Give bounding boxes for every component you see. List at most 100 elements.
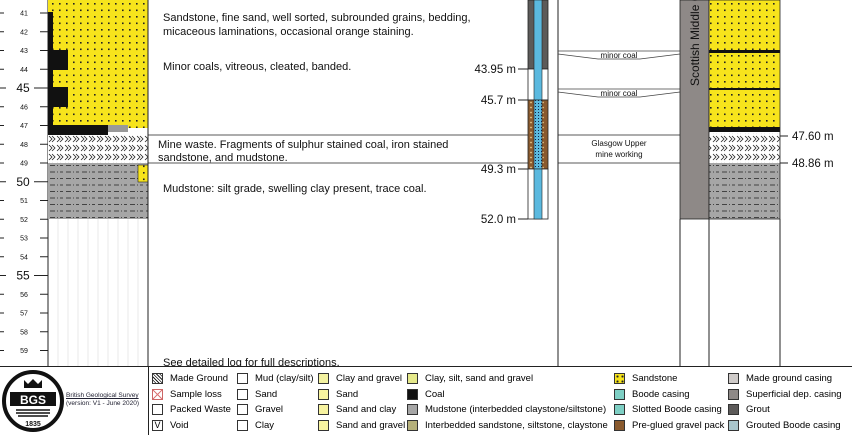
minor-coal-label: minor coal bbox=[601, 89, 638, 98]
depth-tick-label: 50 bbox=[16, 175, 30, 189]
depth-tick-label: 57 bbox=[20, 311, 28, 318]
legend-item: Clay bbox=[237, 418, 314, 434]
legend-label: Mud (clay/silt) bbox=[255, 373, 314, 384]
legend-label: Sample loss bbox=[170, 388, 222, 400]
depth-tick-label: 49 bbox=[20, 161, 28, 168]
description-line: micaceous laminations, occasional orange… bbox=[163, 26, 414, 38]
version-text: (version: V1 - June 2020) bbox=[66, 400, 139, 407]
legend-item: Boode casing bbox=[614, 387, 724, 403]
legend-item: Mud (clay/silt) bbox=[237, 371, 314, 387]
formation-label: Scottish Middle C bbox=[688, 0, 702, 86]
packed-waste-icon bbox=[152, 404, 163, 416]
depth-tick-label: 46 bbox=[20, 104, 28, 111]
boode-icon bbox=[614, 388, 625, 400]
made-ground-icon bbox=[152, 373, 163, 385]
depth-tick-label: 52 bbox=[20, 217, 28, 224]
legend-item: Clay, silt, sand and gravel bbox=[407, 371, 608, 387]
description-line: Minor coals, vitreous, cleated, banded. bbox=[163, 61, 351, 73]
legend-item: Grouted Boode casing bbox=[728, 418, 842, 434]
mine-working-label: Glasgow Upper bbox=[591, 139, 646, 148]
legend-label: Pre-glued gravel pack bbox=[632, 419, 725, 431]
description-line: sandstone, and mudstone. bbox=[158, 152, 288, 164]
csg-icon bbox=[407, 373, 418, 385]
legend-label: Slotted Boode casing bbox=[632, 404, 722, 415]
sample-loss-icon bbox=[152, 388, 163, 400]
legend-item: Sand and clay bbox=[318, 402, 405, 418]
depth-tick-label: 42 bbox=[20, 29, 28, 36]
legend-label: Packed Waste bbox=[170, 404, 231, 415]
svg-text:BGS: BGS bbox=[20, 393, 46, 407]
svg-text:1835: 1835 bbox=[25, 421, 41, 428]
sand-y-icon bbox=[318, 388, 329, 400]
sandstone-icon bbox=[614, 373, 625, 385]
legend-item: Made ground casing bbox=[728, 371, 842, 387]
coal-layer bbox=[48, 125, 108, 135]
well-construction: 43.95 m 45.7 m 49.3 m 52.0 m bbox=[474, 0, 549, 226]
depth-tick-label: 45 bbox=[16, 81, 30, 95]
packed-waste-layer bbox=[48, 135, 148, 163]
legend-item: Coal bbox=[407, 387, 608, 403]
legend-label: Grout bbox=[746, 404, 770, 415]
lithology-column-right: 47.60 m 48.86 m bbox=[708, 0, 834, 220]
made-ground-casing-icon bbox=[728, 373, 739, 385]
well-depth-label: 45.7 m bbox=[481, 95, 516, 107]
legend-item: Superficial dep. casing bbox=[728, 387, 842, 403]
legend-item: Pre-glued gravel pack bbox=[614, 418, 724, 434]
depth-tick-label: 51 bbox=[20, 198, 28, 205]
legend-item: Mudstone (interbedded claystone/siltston… bbox=[407, 402, 608, 418]
depth-tick-label: 53 bbox=[20, 236, 28, 243]
depth-tick-label: 47 bbox=[20, 123, 28, 130]
superficial-casing-icon bbox=[728, 388, 739, 400]
right-depth-label: 47.60 m bbox=[792, 131, 834, 143]
legend-label: Clay and gravel bbox=[336, 373, 403, 384]
grout-icon bbox=[728, 404, 739, 416]
legend-label: Clay, silt, sand and gravel bbox=[425, 373, 534, 384]
description-line: Sandstone, fine sand, well sorted, subro… bbox=[163, 12, 471, 24]
legend-item: Clay and gravel bbox=[318, 371, 405, 387]
bgs-logo-icon: BGS 1835 bbox=[2, 370, 64, 432]
description-line: Mudstone: silt grade, swelling clay pres… bbox=[163, 183, 427, 195]
legend-label: Sand and gravel bbox=[336, 419, 406, 431]
well-depth-label: 52.0 m bbox=[481, 214, 516, 226]
legend: BGS 1835 British Geological Survey(versi… bbox=[0, 366, 852, 435]
right-depth-label: 48.86 m bbox=[792, 158, 834, 170]
sand-clay-icon bbox=[318, 404, 329, 416]
coal-icon bbox=[407, 388, 418, 400]
legend-label: Sandstone bbox=[632, 373, 678, 384]
well-depth-label: 43.95 m bbox=[474, 64, 516, 76]
depth-tick-label: 41 bbox=[20, 11, 28, 18]
lithology-column-left bbox=[48, 0, 149, 366]
coal-bar bbox=[48, 50, 68, 70]
mudstone-layer bbox=[48, 163, 148, 219]
minor-coal-label: minor coal bbox=[601, 51, 638, 60]
void-icon: V bbox=[152, 419, 163, 431]
legend-label: Sand bbox=[336, 388, 359, 400]
legend-label: Clay bbox=[255, 419, 275, 431]
legend-label: Sand bbox=[255, 388, 278, 400]
clay-icon bbox=[237, 419, 248, 431]
depth-tick-label: 59 bbox=[20, 348, 28, 355]
grouted-boode-icon bbox=[728, 419, 739, 431]
sand-icon bbox=[237, 388, 248, 400]
legend-item: Made Ground bbox=[152, 371, 231, 387]
legend-item: Grout bbox=[728, 402, 842, 418]
depth-tick-label: 55 bbox=[16, 269, 30, 283]
formation-column bbox=[679, 0, 710, 220]
description-line: Mine waste. Fragments of sulphur stained… bbox=[158, 139, 448, 151]
legend-label: Mudstone (interbedded claystone/siltston… bbox=[425, 404, 607, 415]
legend-item: Sample loss bbox=[152, 387, 231, 403]
well-depth-label: 49.3 m bbox=[481, 164, 516, 176]
interbedded-icon bbox=[407, 419, 418, 431]
depth-tick-label: 56 bbox=[20, 292, 28, 299]
legend-label: Boode casing bbox=[632, 388, 690, 400]
legend-label: Made ground casing bbox=[746, 373, 833, 384]
mine-working-label: mine working bbox=[595, 150, 642, 159]
depth-tick-label: 54 bbox=[20, 254, 28, 261]
legend-label: Grouted Boode casing bbox=[746, 419, 841, 431]
sand-gravel-icon bbox=[318, 419, 329, 431]
legend-item: Slotted Boode casing bbox=[614, 402, 724, 418]
depth-tick-label: 43 bbox=[20, 48, 28, 55]
